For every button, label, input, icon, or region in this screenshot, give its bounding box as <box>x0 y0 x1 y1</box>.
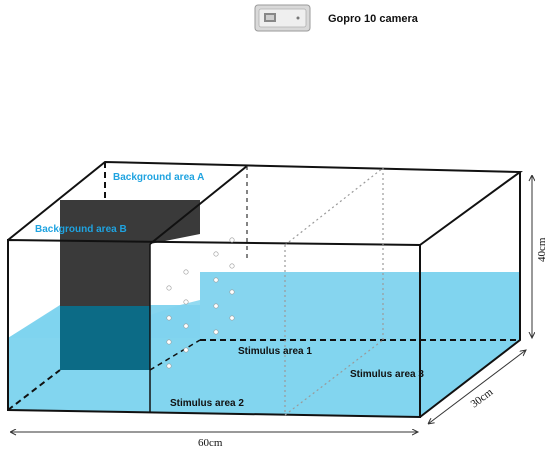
tank-top-edges <box>7 160 523 246</box>
water-right-face <box>420 272 520 417</box>
camera-icon <box>254 4 311 32</box>
background-area-b-label: Background area B <box>35 224 127 235</box>
hidden-edge-bottom-left <box>7 369 61 411</box>
stimulus-area-3-label: Stimulus area 3 <box>350 369 424 380</box>
hidden-edge-partition-bottom <box>149 339 201 371</box>
stimulus-area-1-label: Stimulus area 1 <box>238 346 312 357</box>
depth-arrow <box>428 350 526 424</box>
width-label: 60cm <box>198 437 223 449</box>
water-front-face-right <box>150 338 420 417</box>
height-label: 40cm <box>536 237 548 262</box>
partition-holes <box>166 237 235 369</box>
divider-3-bottom <box>284 339 384 416</box>
divider-3-top <box>284 167 384 246</box>
camera-label: Gopro 10 camera <box>328 13 419 25</box>
stimulus-area-2-label: Stimulus area 2 <box>170 398 244 409</box>
partition-top <box>149 165 248 245</box>
background-panel-b-submerged <box>60 306 150 370</box>
background-area-a-label: Background area A <box>113 172 204 183</box>
depth-label: 30cm <box>469 386 496 411</box>
